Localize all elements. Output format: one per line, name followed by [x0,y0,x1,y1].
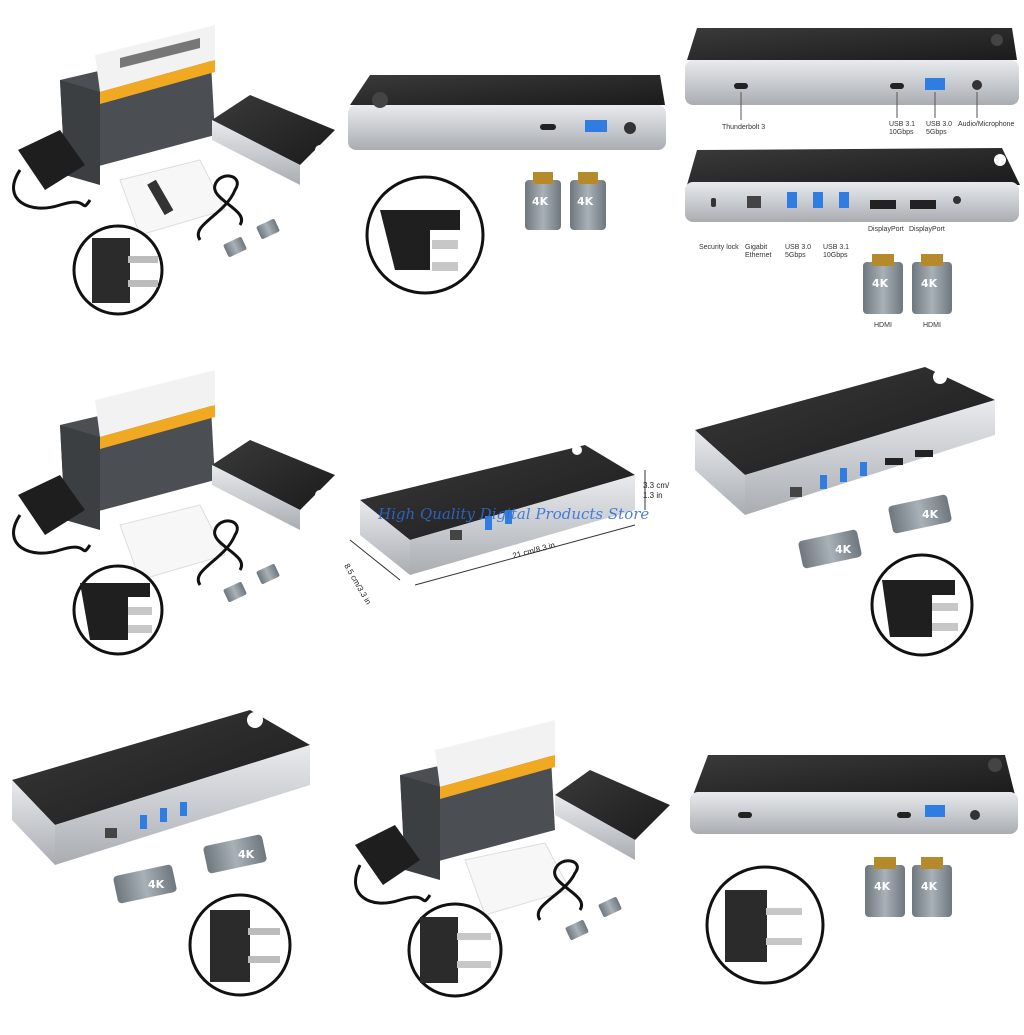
svg-text:4K: 4K [532,195,549,208]
svg-text:4K: 4K [872,277,889,290]
svg-text:4K: 4K [921,277,938,290]
hdmi-adapter-icon [598,897,622,917]
uk-plug-icon [870,553,974,657]
dock-unit [690,755,1018,834]
dock-unit [12,710,310,865]
svg-text:4K: 4K [148,878,165,891]
svg-text:4K: 4K [835,543,852,556]
label-displayport-2: DisplayPort [909,226,945,233]
dock-back [685,148,1020,222]
svg-text:4K: 4K [874,880,891,893]
manual [464,842,571,916]
dim-height-in: 1.3 in [643,491,663,500]
eu-plug-icon [188,893,292,997]
svg-text:4K: 4K [577,195,594,208]
hdmi-adapter-icon: 4K [798,529,862,569]
package-contents-uk [0,345,335,675]
usb-c-cable [536,859,584,921]
svg-text:4K: 4K [238,848,255,861]
dim-height: 3.3 cm/ [643,481,670,490]
label-usb30-speed: 5Gbps [926,129,947,136]
label-ethernet-2: Ethernet [745,252,772,259]
label-usb31-back-speed: 10Gbps [823,252,848,259]
dock-unit [695,367,995,515]
dock-back-eu: 4K 4K [0,700,330,1030]
hdmi-adapter-icon: 4K [912,857,952,917]
uk-plug-icon [365,175,485,295]
usb-a-port [585,120,607,132]
dock-unit [212,440,335,510]
hdmi-adapter-icon [256,564,280,584]
dock-port-callouts: 4K 4K Thunderbolt 3 USB 3.1 10Gbps USB 3… [682,0,1020,330]
power-adapter [18,475,85,535]
uk-plug-icon [72,564,164,656]
label-usb30-back-speed: 5Gbps [785,252,806,259]
dock-unit [212,95,335,185]
hdmi-adapter-icon [223,237,247,257]
label-usb31: USB 3.1 [889,121,916,128]
hdmi-adapter-icon: 4K [525,172,561,230]
hdmi-adapter-icon: 4K [888,494,952,534]
hdmi-adapter-icon [565,920,589,940]
label-usb31-speed: 10Gbps [889,129,914,136]
hdmi-adapter-icon: 4K [113,864,177,904]
usb-c-cable [196,519,244,586]
hdmi-adapter-icon [223,582,247,602]
usb-c-cable [196,174,244,241]
manual [119,504,226,581]
label-usb30-back: USB 3.0 [785,244,812,251]
dock-unit [555,770,670,840]
hdmi-adapter-icon: 4K [203,834,267,874]
dock-unit [348,75,666,150]
label-usb31-back: USB 3.1 [823,244,850,251]
length-dim-line [414,524,636,586]
dock-unit [360,445,635,575]
svg-text:4K: 4K [921,880,938,893]
dock-dimensions: 3.3 cm/ 1.3 in 21 cm/8.3 in 8.5 cm/3.3 i… [342,430,685,606]
label-displayport-1: DisplayPort [868,226,904,233]
svg-text:4K: 4K [922,508,939,521]
hdmi-adapter-icon: 4K [912,254,952,314]
power-adapter [355,825,420,885]
manual [119,159,226,236]
us-plug-icon [407,902,503,998]
width-dim-line [349,539,401,581]
usb-c-port [540,124,556,130]
audio-jack [624,122,636,134]
label-usb30: USB 3.0 [926,121,953,128]
dock-front-us: 4K 4K [690,700,1020,1030]
store-watermark: High Quality Digital Products Store [378,505,650,523]
hdmi-adapter-icon: 4K [570,172,606,230]
label-security-lock: Security lock [699,244,739,251]
label-audio: Audio/Microphone [958,121,1015,128]
hdmi-adapter-icon: 4K [863,254,903,314]
hdmi-adapter-icon: 4K [865,857,905,917]
label-hdmi-1: HDMI [874,322,892,329]
label-ethernet-1: Gigabit [745,244,768,251]
hdmi-adapter-icon [256,219,280,239]
eu-plug-icon [72,224,164,316]
dock-back-uk: 4K 4K [690,355,1020,685]
dock-front-uk: 4K 4K [340,0,670,330]
label-thunderbolt: Thunderbolt 3 [722,124,766,131]
package-contents-eu [0,0,335,330]
package-contents-us [345,695,675,1025]
retail-box [60,25,215,185]
dock-front [685,28,1019,120]
label-hdmi-2: HDMI [923,322,941,329]
us-plug-icon [705,865,825,985]
power-adapter [12,130,92,210]
